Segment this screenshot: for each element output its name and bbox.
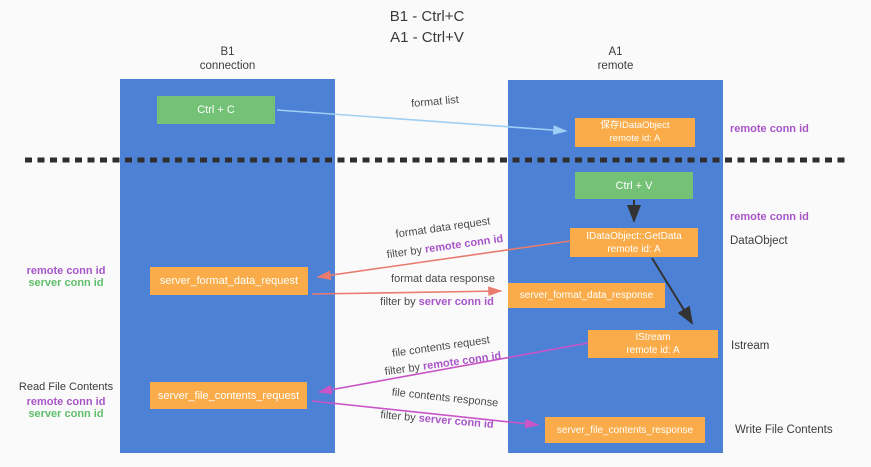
label-remote-conn-id-left-top: remote conn id: [26, 265, 106, 277]
format-data-response-arrow: [311, 286, 503, 297]
node-getdata-line1: IDataObject::GetData: [586, 230, 682, 242]
diagram-title-line2: A1 - Ctrl+V: [390, 29, 464, 46]
label-filter-by-server-conn-id-2: filter by server conn id: [379, 409, 495, 431]
node-server-format-data-request-label: server_format_data_request: [159, 275, 299, 287]
label-format-data-response: format data response: [391, 273, 495, 285]
label-read-file-contents: Read File Contents: [18, 381, 114, 393]
lane-a1-header: A1 remote: [508, 45, 723, 73]
lane-a1-name: A1: [608, 46, 623, 58]
node-ctrl-c: Ctrl + C: [157, 96, 275, 124]
label-filter-by-server-conn-id-1: filter by server conn id: [380, 296, 494, 308]
label-server-conn-id-left-bottom: server conn id: [28, 408, 104, 420]
label-write-file-contents: Write File Contents: [735, 424, 833, 436]
node-ctrl-c-label: Ctrl + C: [197, 104, 235, 116]
node-istream-line2: remote id: A: [626, 345, 680, 356]
label-istream: Istream: [731, 340, 770, 352]
node-istream: IStream remote id: A: [588, 330, 718, 358]
lane-a1-subtitle: remote: [597, 60, 634, 72]
node-server-format-data-request: server_format_data_request: [150, 267, 308, 295]
node-ctrl-v: Ctrl + V: [575, 172, 693, 199]
server-conn-id-highlight: server conn id: [418, 296, 494, 308]
label-format-list: format list: [410, 93, 460, 111]
lane-b1-subtitle: connection: [199, 60, 256, 72]
left-conn-id-legend-top: remote conn id server conn id: [14, 265, 118, 289]
label-dataobject: DataObject: [730, 235, 788, 247]
node-server-file-contents-response: server_file_contents_response: [545, 417, 705, 443]
remote-conn-id-highlight: remote conn id: [424, 232, 504, 256]
node-server-file-contents-request: server_file_contents_request: [150, 382, 307, 409]
node-istream-line1: IStream: [635, 332, 671, 343]
node-ctrl-v-label: Ctrl + V: [615, 179, 653, 192]
node-server-format-data-response-label: server_format_data_response: [519, 290, 654, 301]
label-remote-conn-id-right-mid: remote conn id: [730, 211, 809, 223]
node-server-format-data-response: server_format_data_response: [508, 283, 665, 308]
label-file-contents-response: file contents response: [391, 386, 499, 410]
label-remote-conn-id-right-top: remote conn id: [730, 123, 809, 135]
node-saved-dataobject-line2: remote id: A: [609, 132, 661, 144]
diagram-title: B1 - Ctrl+C A1 - Ctrl+V: [277, 6, 577, 48]
label-remote-conn-id-left-bottom: remote conn id: [26, 396, 106, 408]
lane-b1-name: B1: [220, 46, 235, 58]
node-saved-dataobject: 保存IDataObject remote id: A: [575, 118, 695, 147]
node-getdata-line2: remote id: A: [607, 243, 661, 255]
node-getdata: IDataObject::GetData remote id: A: [570, 228, 698, 257]
node-server-file-contents-response-label: server_file_contents_response: [556, 424, 694, 436]
server-conn-id-highlight: server conn id: [418, 412, 495, 431]
node-server-file-contents-request-label: server_file_contents_request: [157, 389, 300, 402]
left-conn-id-legend-bottom: remote conn id server conn id: [14, 396, 118, 420]
node-saved-dataobject-line1: 保存IDataObject: [600, 120, 670, 131]
diagram-title-line1: B1 - Ctrl+C: [389, 8, 465, 25]
label-server-conn-id-left-top: server conn id: [28, 277, 104, 289]
lane-b1-header: B1 connection: [120, 45, 335, 73]
